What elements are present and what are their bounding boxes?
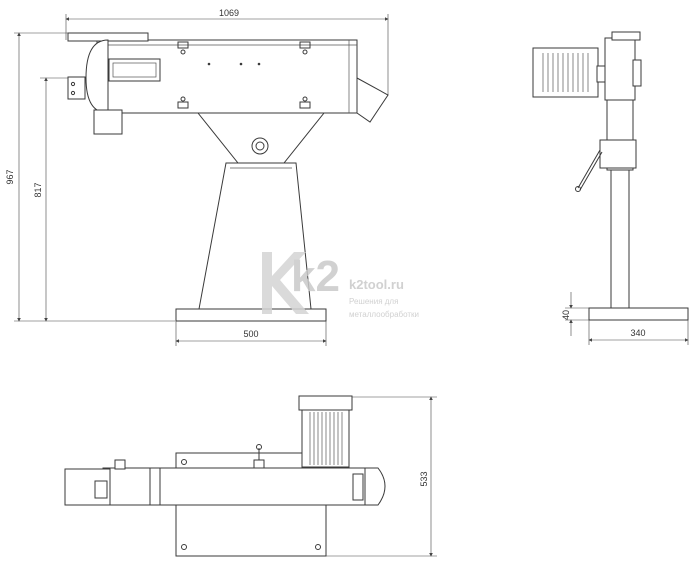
side-base: [588, 307, 689, 321]
side-column: [610, 169, 630, 309]
watermark-line1: Решения для: [349, 297, 398, 306]
top-motor-fins: [309, 412, 343, 465]
dim-label-500: 500: [243, 329, 258, 339]
top-view: 533: [64, 395, 437, 557]
front-wheel-guard: [85, 39, 109, 114]
dim-label-1069: 1069: [219, 8, 239, 18]
watermark-line2: металлообработки: [349, 310, 419, 319]
dimension-table-height: 817: [33, 77, 68, 322]
dim-label-533: 533: [419, 471, 429, 486]
front-hub: [251, 137, 269, 155]
watermark-logo-text: k2: [291, 252, 340, 301]
watermark-logo: k2: [262, 252, 340, 314]
dimension-overall-width: 1069: [65, 8, 389, 95]
dim-label-40: 40: [561, 310, 571, 320]
watermark-site: k2tool.ru: [349, 277, 404, 292]
side-view: 40 340: [532, 31, 689, 345]
top-dust-chute: [364, 467, 386, 506]
front-work-rest: [67, 76, 86, 100]
watermark: k2 k2tool.ru Решения для металлообработк…: [262, 252, 419, 319]
front-window: [108, 58, 161, 82]
side-head: [604, 37, 636, 101]
dim-label-817: 817: [33, 182, 43, 197]
dimension-base-front: 500: [175, 321, 327, 346]
front-dust-chute: [356, 77, 389, 123]
dimension-base-side: 340: [588, 320, 689, 345]
front-lower-guard: [93, 109, 123, 135]
front-latches: [177, 41, 311, 109]
dimension-base-thickness: 40: [561, 292, 589, 336]
dim-label-340: 340: [630, 328, 645, 338]
dim-label-967: 967: [5, 169, 15, 184]
top-belt-housing: [102, 467, 366, 506]
side-motor-fins: [542, 53, 589, 92]
dimension-top-depth: 533: [326, 396, 437, 557]
side-motor: [532, 47, 599, 98]
side-handle: [577, 149, 601, 189]
